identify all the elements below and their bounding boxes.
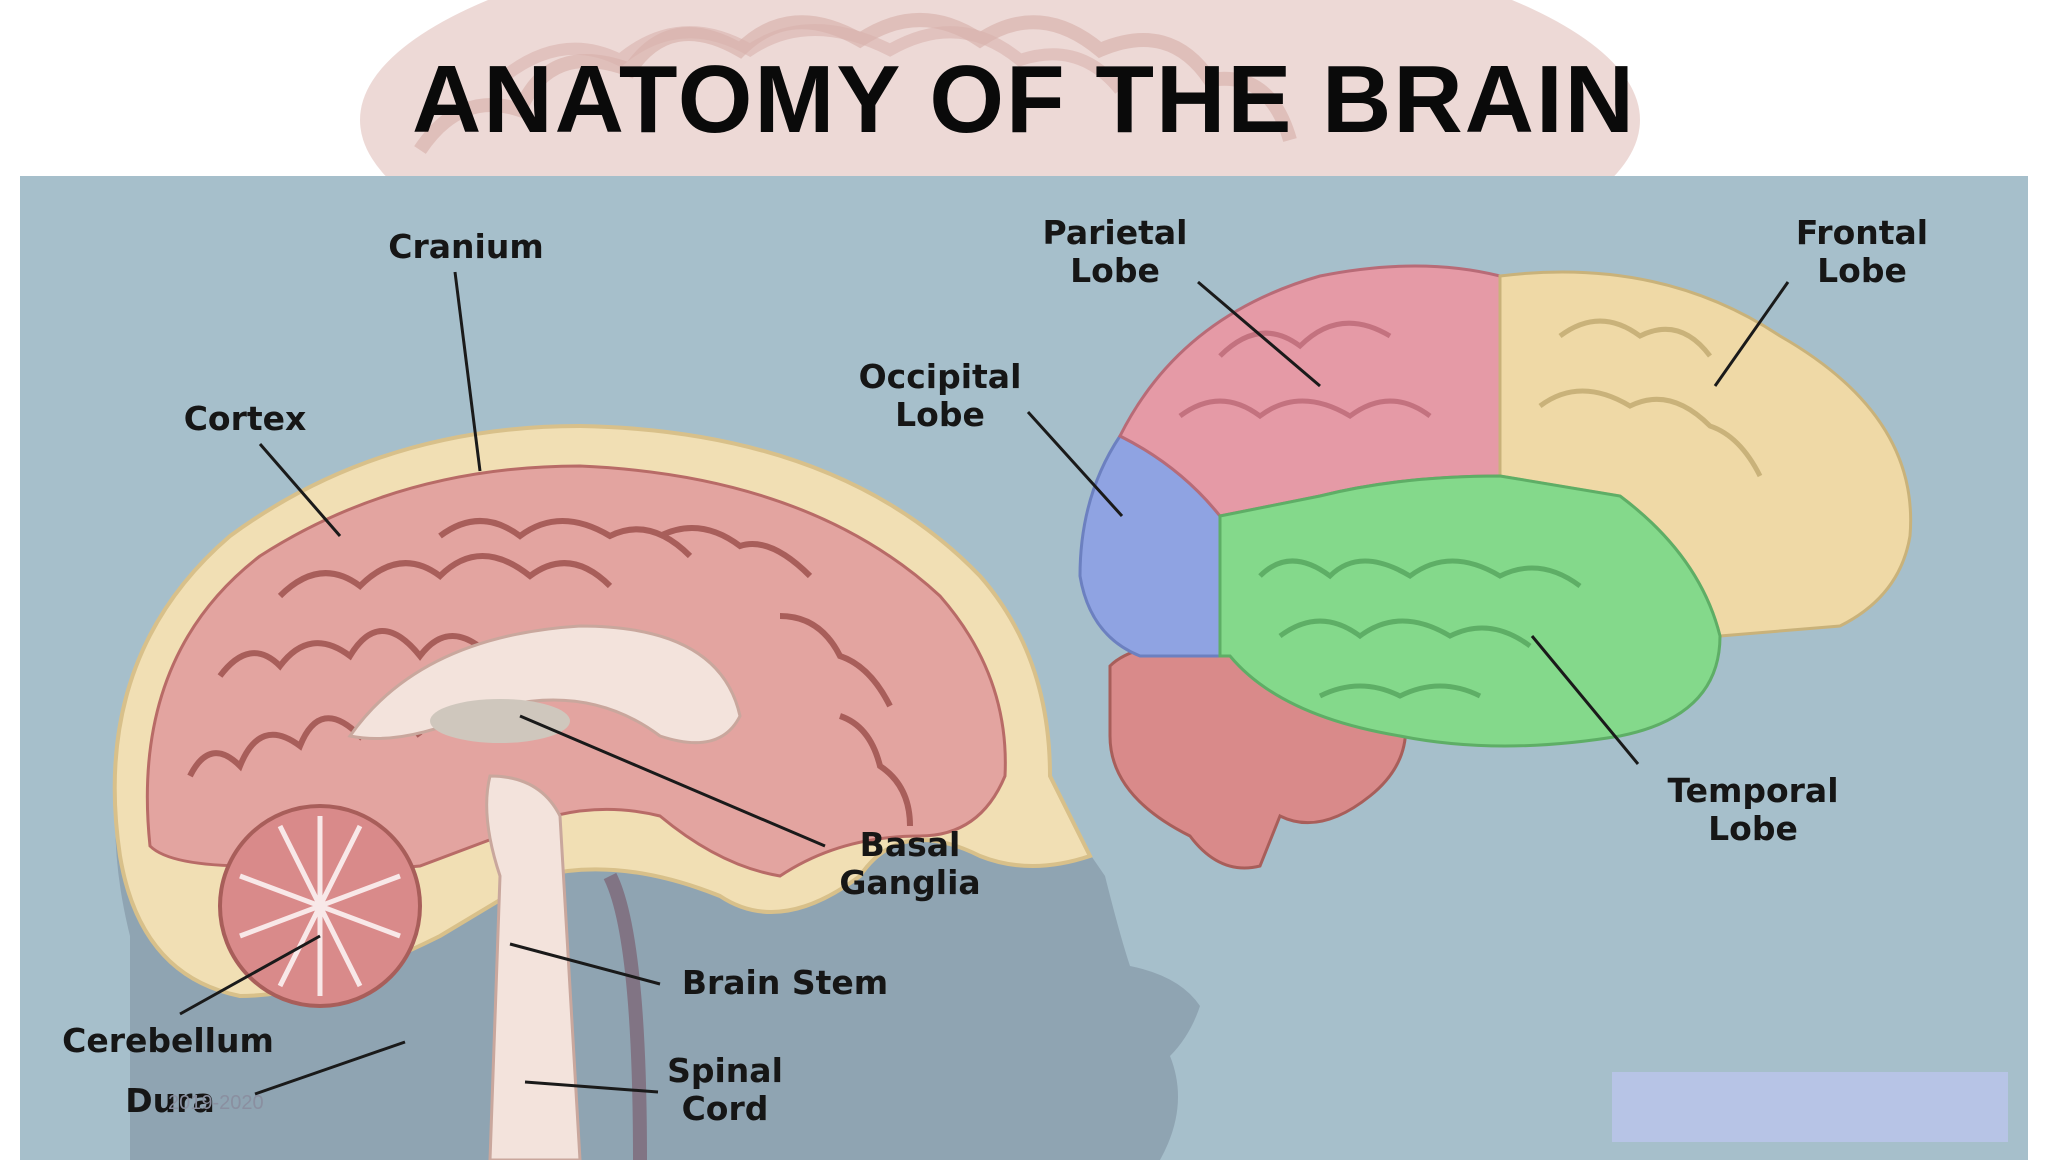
label-cerebellum: Cerebellum (62, 1021, 274, 1060)
label-cranium: Cranium (388, 227, 543, 266)
temporal-gyri (1258, 558, 1582, 699)
basal-ganglia-region (430, 699, 570, 743)
parietal-gyri (1178, 320, 1432, 420)
brain-anatomy-diagram: Cranium Cortex Basal Ganglia Brain Stem … (20, 176, 2028, 1160)
label-parietal-lobe-line1: Parietal (1043, 213, 1188, 252)
label-spinal-cord-line1: Spinal (667, 1051, 783, 1090)
slide-title: ANATOMY OF THE BRAIN (411, 46, 1636, 153)
temporal-lobe (1218, 474, 1722, 748)
lateral-brain (1078, 264, 1913, 870)
label-occipital-lobe-line2: Lobe (895, 395, 985, 434)
label-cortex: Cortex (184, 399, 307, 438)
gyri-lines (187, 518, 913, 827)
label-parietal-lobe-line2: Lobe (1070, 251, 1160, 290)
label-frontal-lobe-line2: Lobe (1817, 251, 1907, 290)
label-dura: Dura (125, 1081, 214, 1120)
footer-placeholder-box (1612, 1072, 2008, 1142)
label-temporal-lobe-line2: Lobe (1708, 809, 1798, 848)
label-basal-ganglia-line2: Ganglia (839, 863, 980, 902)
brain-stem (485, 774, 582, 1160)
background-brain-image (360, 0, 1640, 200)
label-brain-stem: Brain Stem (682, 963, 888, 1002)
cerebellum-branches (239, 816, 401, 996)
label-basal-ganglia-line1: Basal (860, 825, 961, 864)
footer-date: 2019-2020 (168, 1092, 264, 1114)
label-spinal-cord-line2: Cord (682, 1089, 769, 1128)
frontal-gyri (1538, 318, 1763, 478)
label-frontal-lobe-line1: Frontal (1796, 213, 1928, 252)
label-temporal-lobe-line1: Temporal (1667, 771, 1838, 810)
leader-lines (179, 271, 1790, 1096)
label-occipital-lobe-line1: Occipital (859, 357, 1022, 396)
parietal-lobe (1117, 264, 1502, 518)
